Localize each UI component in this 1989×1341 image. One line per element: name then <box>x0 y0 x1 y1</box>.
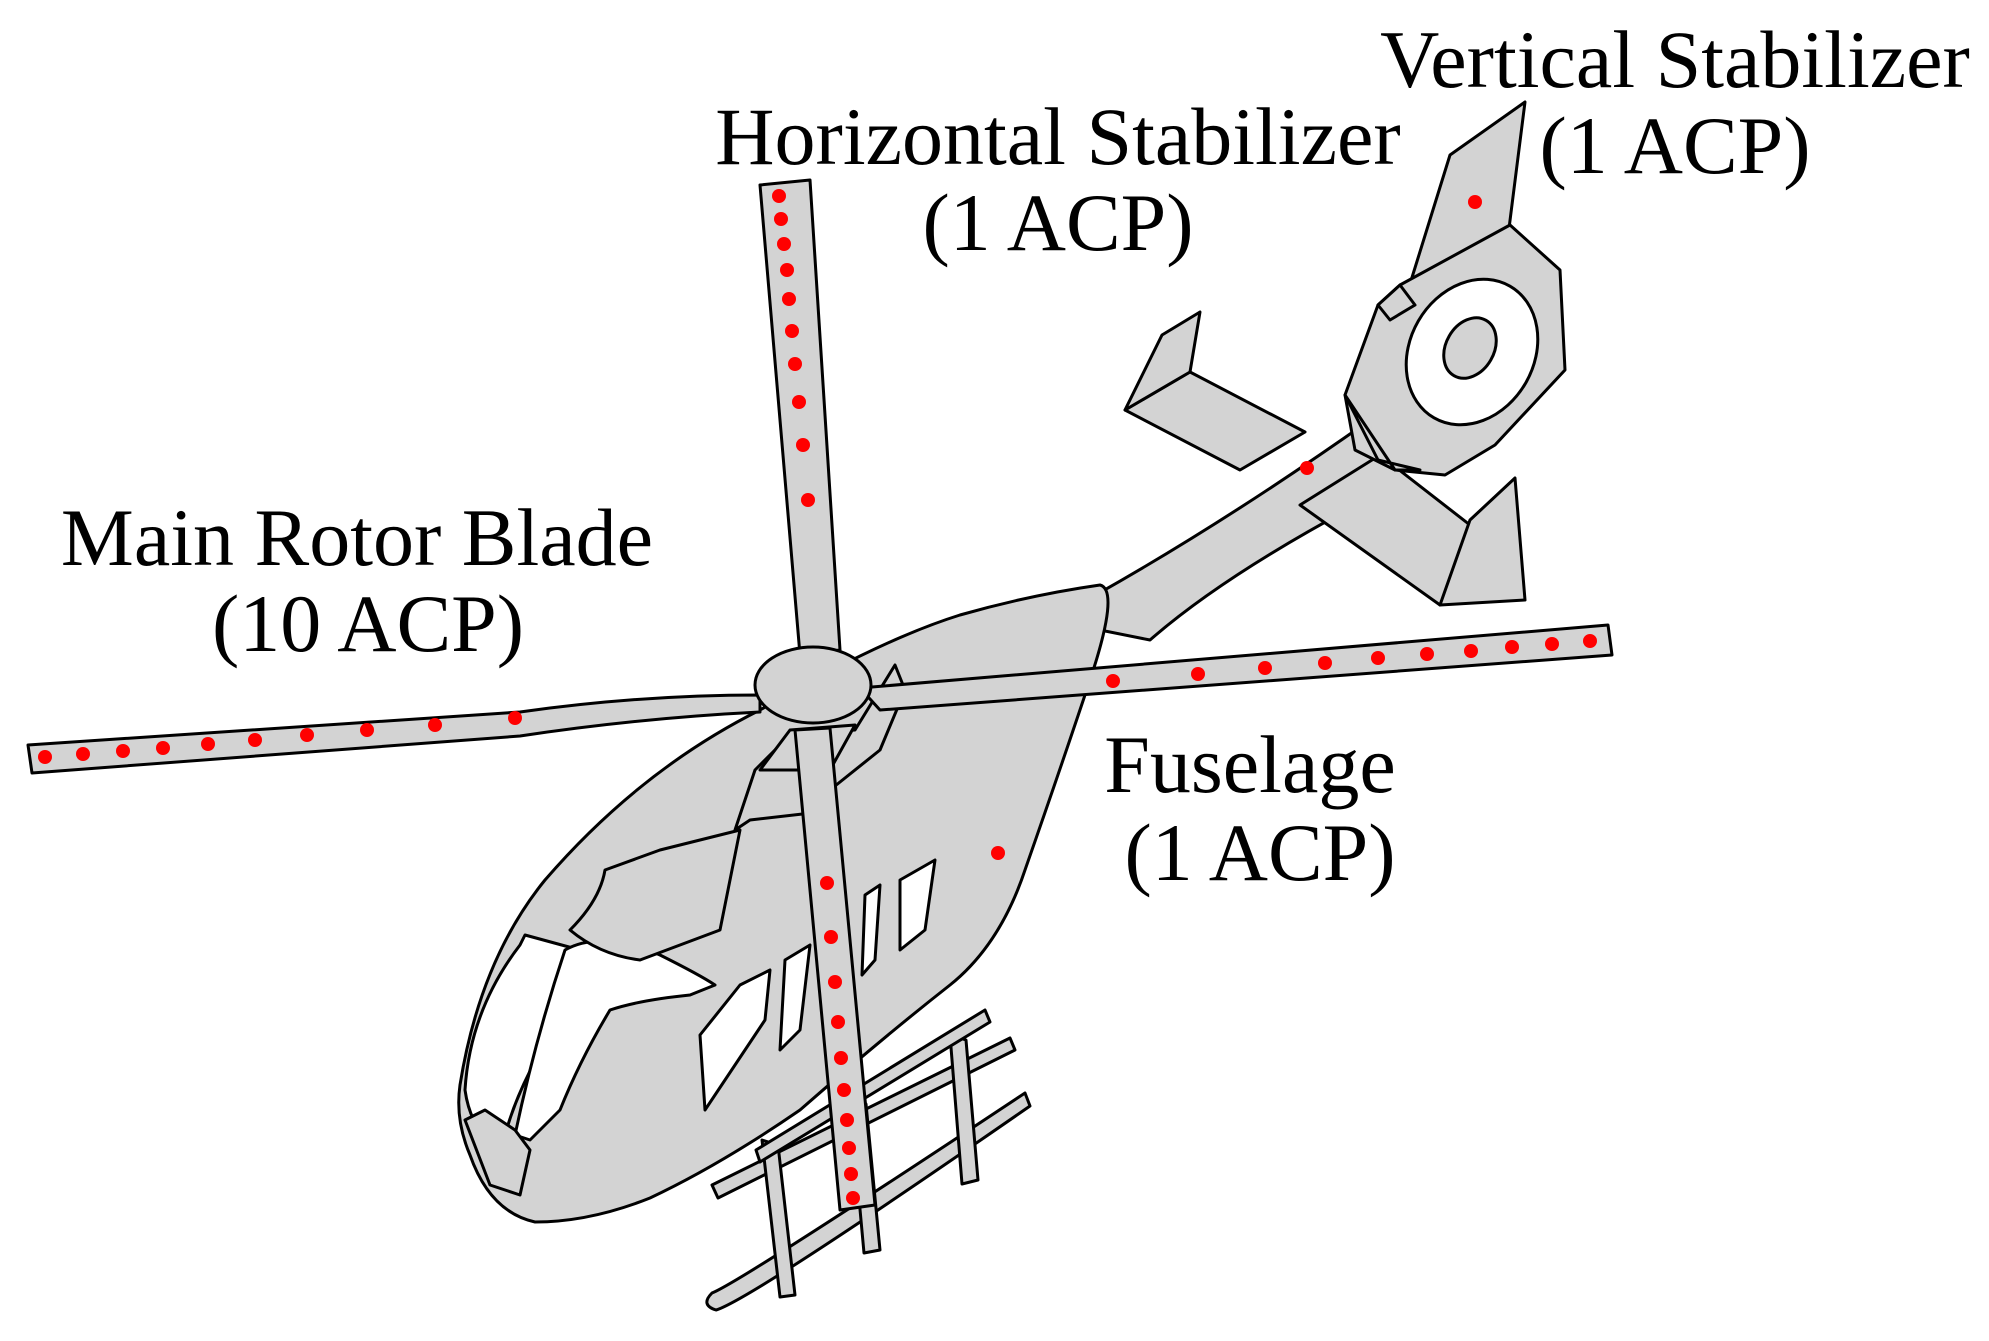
main-rotor <box>26 178 1614 1212</box>
main-rotor-blade-front <box>758 178 842 657</box>
main-rotor-blade-count: (10 ACP) <box>212 578 524 669</box>
vertical-stabilizer-name: Vertical Stabilizer <box>1380 14 1970 105</box>
main-rotor-blade-back <box>793 726 877 1212</box>
label-horizontal-stabilizer: Horizontal Stabilizer (1 ACP) <box>715 91 1400 268</box>
label-vertical-stabilizer: Vertical Stabilizer (1 ACP) <box>1380 14 1970 191</box>
horizontal-stabilizer-count: (1 ACP) <box>922 177 1193 268</box>
horizontal-stabilizer-name: Horizontal Stabilizer <box>715 91 1400 182</box>
vertical-stabilizer-count: (1 ACP) <box>1539 100 1810 191</box>
main-rotor-blade-name: Main Rotor Blade <box>61 492 653 583</box>
fuselage <box>457 583 1110 1224</box>
fuselage-count: (1 ACP) <box>1124 807 1395 898</box>
main-rotor-blade-left <box>26 693 762 775</box>
vertical-stabilizer <box>1343 100 1567 477</box>
label-fuselage: Fuselage (1 ACP) <box>1104 719 1395 898</box>
acp-points <box>38 189 1597 1205</box>
main-rotor-blade-right <box>858 623 1614 712</box>
fuselage-name: Fuselage <box>1104 719 1395 810</box>
rotor-hub <box>753 645 873 725</box>
horizontal-stabilizer <box>1123 310 1527 607</box>
label-main-rotor-blade: Main Rotor Blade (10 ACP) <box>61 492 653 669</box>
